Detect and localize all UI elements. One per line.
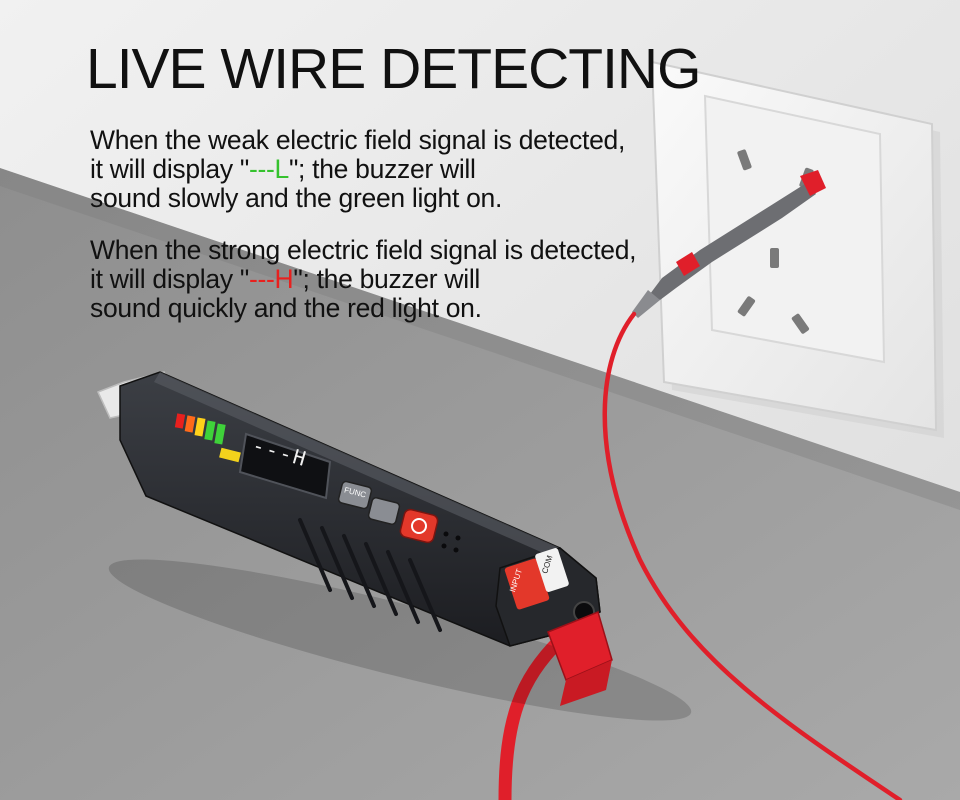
floor-edge-shadow	[0, 168, 960, 510]
grip-ridges	[298, 518, 442, 632]
low-signal-code: ---L	[248, 154, 289, 184]
lead-wire-near	[498, 633, 567, 800]
probe-plug-boot	[560, 660, 612, 706]
ncv-label	[219, 447, 241, 463]
wall-socket	[650, 60, 944, 438]
socket-pin-hole	[770, 248, 779, 268]
para1-line3: sound slowly and the green light on.	[90, 183, 503, 213]
para2-line2: it will display "---H"; the buzzer will	[90, 265, 636, 294]
voltage-tester	[96, 371, 613, 706]
device-shadow	[108, 559, 692, 721]
led-indicator-bar	[174, 413, 226, 445]
para2-line2-pre: it will display "	[90, 264, 249, 294]
light-button	[367, 497, 401, 525]
high-signal-code: ---H	[248, 264, 294, 294]
description-weak-signal: When the weak electric field signal is d…	[90, 126, 625, 213]
floor	[0, 168, 960, 800]
socket-pin-hole	[791, 313, 810, 334]
speaker-holes	[441, 531, 461, 553]
para1-line2-post: "; the buzzer will	[288, 154, 476, 184]
lcd-screen	[238, 432, 332, 500]
para2-line1: When the strong electric field signal is…	[90, 235, 637, 265]
para1-line1: When the weak electric field signal is d…	[90, 125, 626, 155]
para1-line2: it will display "---L"; the buzzer will	[90, 155, 625, 184]
test-probe	[632, 170, 826, 318]
socket-pin-hole	[737, 149, 752, 171]
input-port-label	[504, 558, 550, 610]
func-button	[337, 480, 373, 510]
para1-line2-pre: it will display "	[90, 154, 249, 184]
para2-line3: sound quickly and the red light on.	[90, 293, 482, 323]
power-icon	[411, 518, 427, 534]
power-button	[399, 508, 439, 544]
para2-line2-post: "; the buzzer will	[293, 264, 480, 294]
lead-wire	[602, 311, 903, 800]
page-title: LIVE WIRE DETECTING	[86, 37, 701, 101]
com-port-label	[535, 548, 569, 592]
socket-pin-hole	[737, 296, 756, 317]
description-strong-signal: When the strong electric field signal is…	[90, 235, 637, 323]
